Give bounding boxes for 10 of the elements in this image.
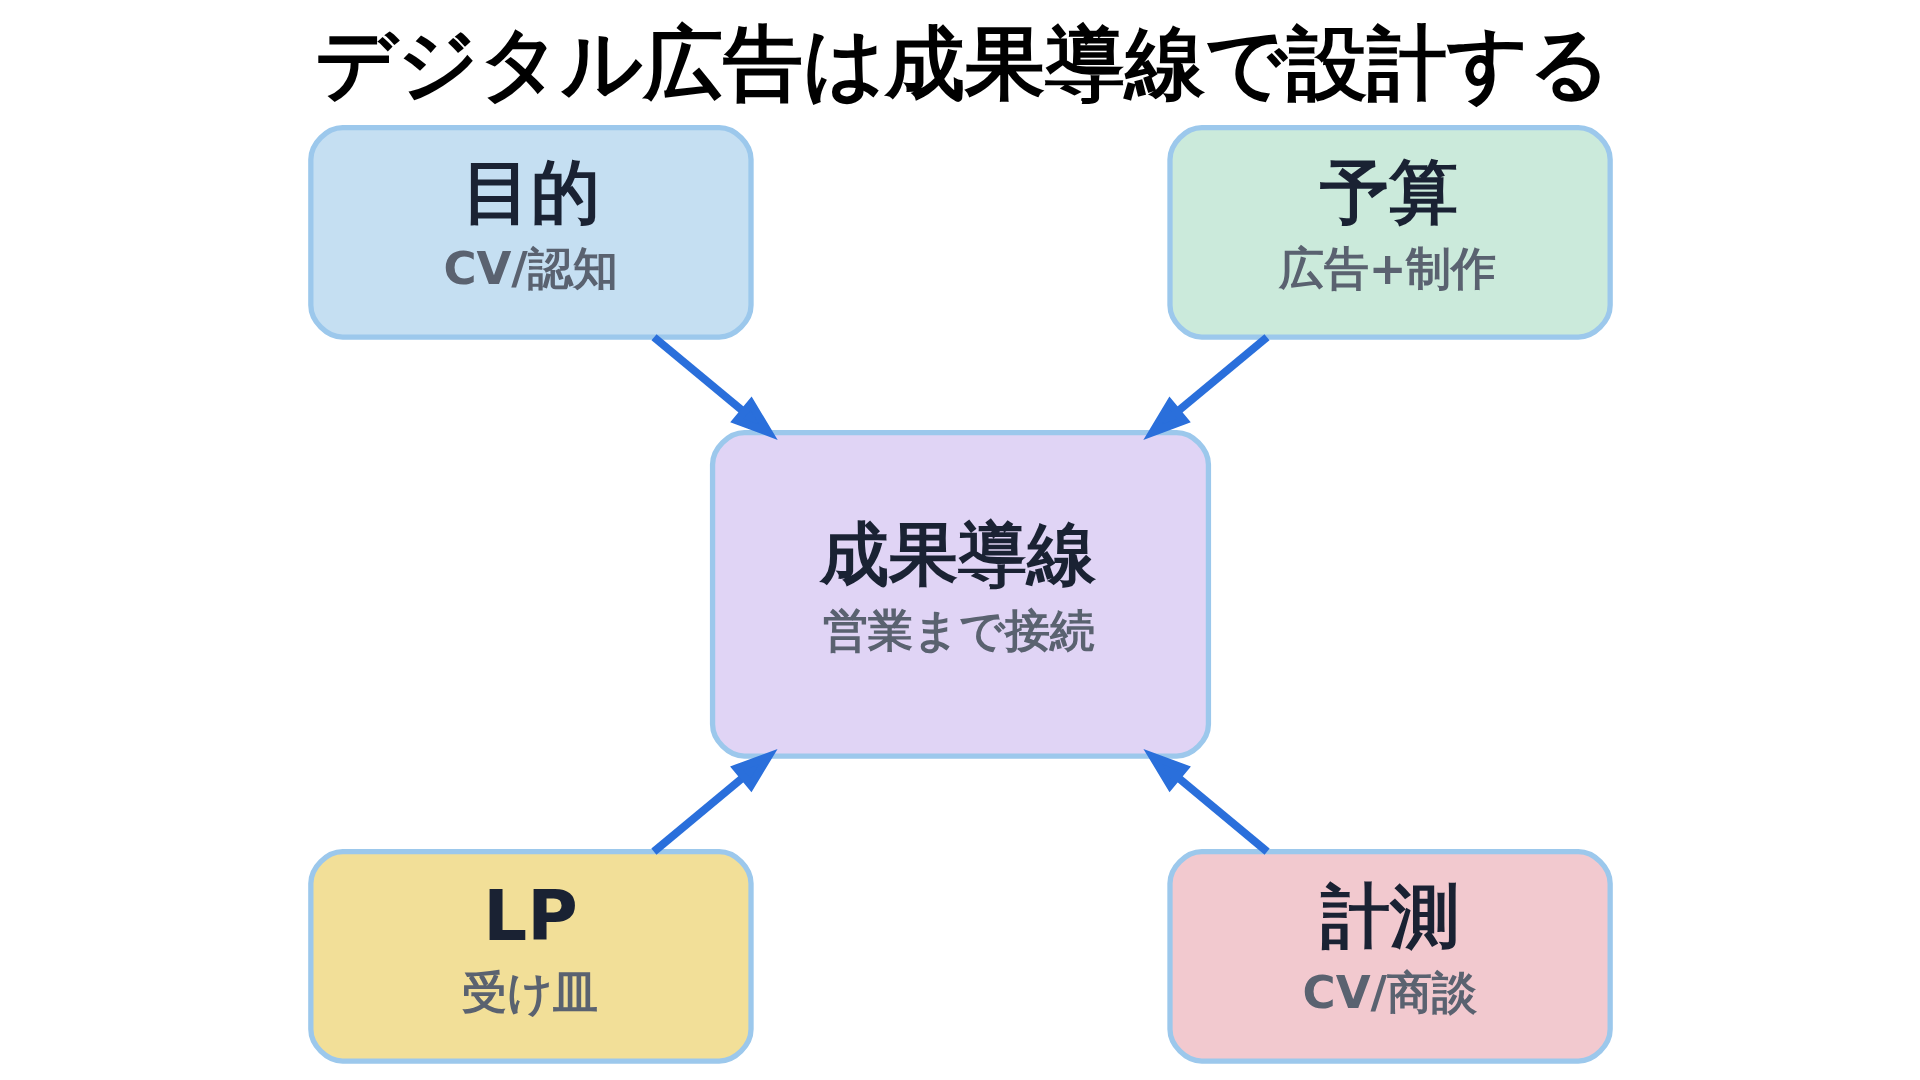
arrow — [651, 334, 778, 440]
node-box: LP 受け皿 — [307, 848, 754, 1064]
arrow — [650, 748, 778, 855]
node-box: 計測 CV/商談 — [1166, 848, 1613, 1064]
arrow — [1142, 748, 1270, 855]
node-box: 成果導線 営業まで接続 — [709, 429, 1211, 759]
node-box: 目的 CV/認知 — [307, 125, 754, 340]
arrow — [1142, 334, 1269, 440]
node-box: 予算 広告+制作 — [1166, 125, 1613, 340]
diagram-title: デジタル広告は成果導線で設計する — [314, 16, 1611, 110]
